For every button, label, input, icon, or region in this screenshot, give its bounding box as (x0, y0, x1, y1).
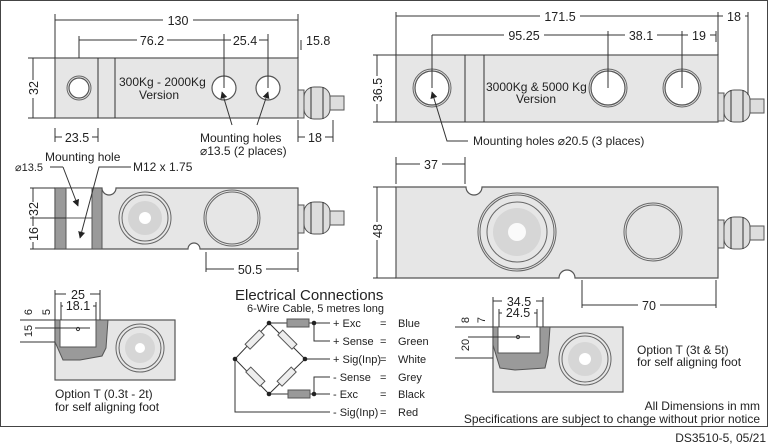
small-version-plan-view: 130 76.2 25.4 15.8 32 23.5 18 300Kg - 20… (26, 12, 345, 158)
dim-overall-length-large: 171.5 (544, 10, 575, 24)
dim-height-large-side: 48 (371, 224, 385, 238)
wire-signal: + Sig(Inp) (333, 354, 381, 366)
mounting-note-small: Mounting holes (200, 131, 281, 145)
dim-option-large-outer: 34.5 (507, 295, 531, 309)
cable-gland-icon (717, 89, 765, 123)
wire-signal: + Sense (333, 336, 374, 348)
large-version-label: 3000Kg & 5000 Kg (486, 80, 587, 94)
wire-signal: - Sense (333, 372, 371, 384)
dim-height: 32 (27, 81, 41, 95)
small-side-view: ⌀13.5 Mounting hole M12 x 1.75 32 16 50.… (15, 150, 345, 277)
dim-option-8: 8 (460, 317, 472, 323)
large-beam-body (395, 54, 719, 123)
dim-option-6: 6 (23, 309, 35, 315)
end-hole (68, 77, 90, 99)
dim-load-point-small: 50.5 (238, 263, 262, 277)
electrical-subtitle: 6-Wire Cable, 5 metres long (247, 303, 384, 315)
dim-overall-length: 130 (168, 14, 189, 28)
large-version-label-2: Version (516, 92, 556, 106)
dim-side-half-height: 16 (27, 227, 41, 241)
mounting-note-large: Mounting holes ⌀20.5 (3 places) (473, 134, 644, 148)
hole-dia-label: ⌀13.5 (15, 162, 43, 174)
wire-color: Red (398, 407, 418, 419)
option-t-large: 34.5 24.5 8 7 20 Option T (3t & 5t) for … (455, 294, 742, 393)
thread-label: M12 x 1.75 (133, 160, 193, 174)
dim-hole-span: 76.2 (140, 34, 164, 48)
option-small-caption-2: for self aligning foot (55, 400, 160, 414)
dim-option-inner: 18.1 (66, 299, 90, 313)
wire-color: Green (398, 336, 429, 348)
wire-color: White (398, 354, 426, 366)
large-side-view: 37 48 70 (370, 157, 765, 313)
large-side-body (395, 186, 719, 279)
dim-notch-offset: 37 (424, 158, 438, 172)
dim-option-outer: 25 (71, 288, 85, 302)
wire-eq: = (380, 372, 386, 384)
wire-eq: = (380, 354, 386, 366)
option-large-caption: Option T (3t & 5t) (637, 343, 729, 357)
wire-eq: = (380, 336, 386, 348)
wire-table: + Exc = Blue + Sense = Green + Sig(Inp) … (333, 318, 429, 419)
cable-gland-icon (297, 86, 345, 120)
wire-color: Blue (398, 318, 420, 330)
wire-color: Grey (398, 372, 422, 384)
option-large-caption-2: for self aligning foot (637, 355, 742, 369)
dim-gland-length: 18 (308, 131, 322, 145)
dim-option-7: 7 (476, 317, 488, 323)
dim-load-point-large: 70 (642, 299, 656, 313)
electrical-connections: Electrical Connections 6-Wire Cable, 5 m… (232, 287, 429, 419)
cable-gland-icon (297, 201, 345, 235)
wire-color: Black (398, 389, 425, 401)
dim-gland-length-large: 18 (727, 10, 741, 24)
option-t-small: 25 18.1 6 5 15 Option T (0.3t - 2t) for … (20, 287, 176, 414)
dim-hole-pitch: 25.4 (233, 34, 257, 48)
dim-side-height: 32 (27, 202, 41, 216)
dim-option-20: 20 (460, 339, 472, 351)
units-note: All Dimensions in mm (645, 399, 760, 413)
wire-eq: = (380, 407, 386, 419)
disclaimer: Specifications are subject to change wit… (464, 412, 760, 426)
end-hole-ring (66, 75, 92, 101)
wheatstone-bridge-icon (232, 318, 330, 413)
dim-hole-pitch-large: 38.1 (629, 29, 653, 43)
electrical-title: Electrical Connections (235, 287, 383, 304)
dim-end-to-slot: 23.5 (65, 131, 89, 145)
mounting-hole-label: Mounting hole (45, 150, 121, 164)
document-id: DS3510-5, 05/21 (675, 431, 766, 445)
dim-end-to-hole: 19 (692, 29, 706, 43)
cable-gland-icon (717, 216, 765, 250)
dim-cable-offset: 15.8 (306, 34, 330, 48)
dim-height-large: 36.5 (371, 78, 385, 102)
dim-option-large-inner: 24.5 (506, 306, 530, 320)
large-version-plan-view: 171.5 18 95.25 38.1 19 36.5 3000Kg & 500… (370, 8, 765, 148)
mounting-note-small-2: ⌀13.5 (2 places) (200, 144, 287, 158)
wire-signal: + Exc (333, 318, 361, 330)
dim-option-5: 5 (41, 309, 53, 315)
small-version-label-2: Version (139, 88, 179, 102)
option-small-caption: Option T (0.3t - 2t) (55, 387, 153, 401)
dim-hole-span-large: 95.25 (508, 29, 539, 43)
small-version-label: 300Kg - 2000Kg (119, 75, 206, 89)
wire-signal: - Sig(Inp) (333, 407, 378, 419)
dim-option-15: 15 (23, 325, 35, 337)
wire-signal: - Exc (333, 389, 359, 401)
wire-eq: = (380, 318, 386, 330)
small-side-body (54, 187, 299, 250)
wire-eq: = (380, 389, 386, 401)
